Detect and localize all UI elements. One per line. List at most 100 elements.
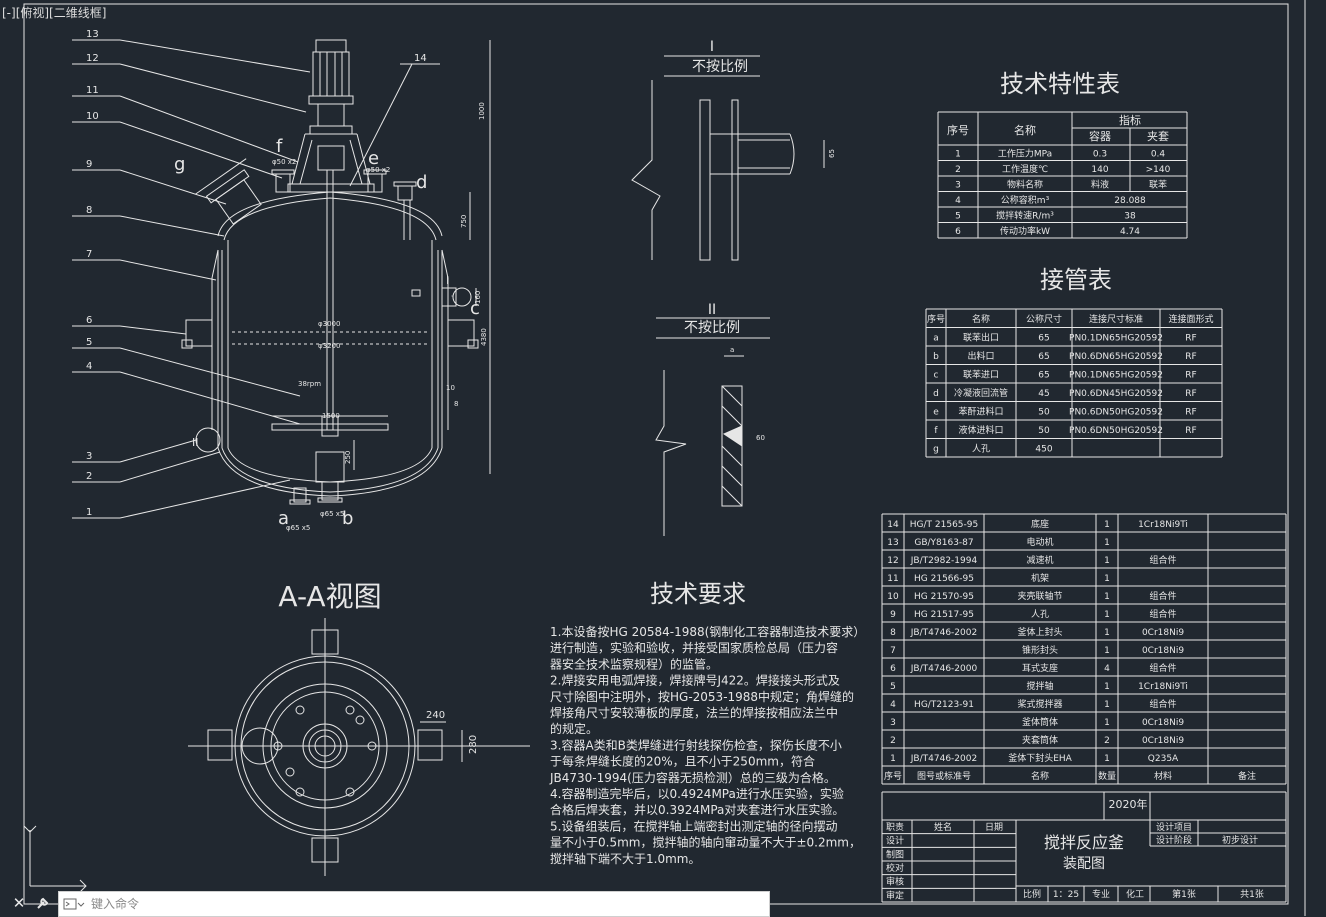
nozzle-cell: RF [1185, 408, 1196, 418]
tb-major-label: 专业 [1092, 888, 1110, 900]
nozzle-cell: 联苯出口 [963, 332, 999, 344]
tb-role-label: 校对 [886, 862, 904, 874]
tb-role-label: 审定 [886, 889, 904, 901]
tech-cell-no: 1 [955, 150, 961, 160]
command-input[interactable] [89, 893, 769, 915]
bom-cell: 底座 [1031, 518, 1049, 530]
dim-f-size: φ50 x2 [272, 158, 296, 166]
tb-year: 2020年 [1109, 797, 1148, 811]
command-line-bar: ✕ [0, 890, 768, 916]
nozzle-letter-g: g [174, 154, 185, 175]
bom-cell: HG 21570-95 [914, 592, 974, 602]
part-no-13: 13 [86, 29, 99, 40]
dim-750: 750 [460, 215, 468, 228]
tb-subtitle: 装配图 [1063, 856, 1105, 872]
nozzle-cell: 人孔 [972, 444, 990, 455]
nozzle-cell: 65 [1038, 371, 1049, 381]
command-prompt-icon[interactable] [59, 894, 89, 914]
bom-cell: 0Cr18Ni9 [1142, 736, 1184, 746]
tech-cell-no: 2 [955, 165, 961, 175]
detail2-note: 不按比例 [684, 320, 740, 336]
detail-labels: I 不按比例 65 II 不按比例 a 60 [684, 39, 836, 442]
tb-stage-value: 初步设计 [1222, 834, 1258, 846]
aa-labels: A-A视图 240 280 [278, 580, 479, 754]
bom-cell: 组合件 [1149, 662, 1176, 674]
tech-req-line: 2.焊接安用电弧焊接，焊接牌号J422。焊接接头形式及 [550, 673, 840, 688]
tech-req-line: 尺寸除图中注明外，按HG-2053-1988中规定；角焊缝的 [550, 689, 854, 704]
nozzle-header-cell: 公称尺寸 [1026, 313, 1062, 325]
tech-cell-jacket: >140 [1146, 165, 1171, 175]
nozzle-cell: b [933, 352, 939, 362]
detail2-angle: 60 [756, 434, 765, 442]
bom-cell: 1 [1104, 718, 1110, 728]
part-no-2: 2 [86, 471, 92, 482]
nozzle-cell: PN0.1DN65HG20592 [1069, 371, 1163, 381]
nozzle-cell: RF [1185, 389, 1196, 399]
dim-phi3000: φ3000 [318, 320, 340, 328]
dim-phi3200: φ3200 [318, 342, 340, 350]
tech-cell-name: 传动功率kW [1000, 225, 1050, 237]
bom-cell: 14 [887, 520, 899, 530]
part-no-7: 7 [86, 249, 92, 260]
part-no-10: 10 [86, 111, 99, 122]
nozzle-table-title: 接管表 [1040, 266, 1112, 294]
bom-cell: HG/T 21565-95 [910, 520, 978, 530]
tech-cell-name: 搅拌转速R/m³ [996, 210, 1054, 222]
bom-cell: 组合件 [1149, 608, 1176, 620]
bom-cell: JB/T4746-2002 [910, 628, 977, 638]
nozzle-cell: 冷凝液回流管 [954, 387, 1008, 399]
tb-project-label: 设计项目 [1156, 821, 1192, 833]
nozzle-header-cell: 连接面形式 [1168, 313, 1213, 325]
bom-cell: 1 [1104, 520, 1110, 530]
tech-h-index: 指标 [1119, 113, 1141, 127]
tech-cell-value: 28.088 [1114, 196, 1146, 206]
bom-cell: 4 [890, 700, 896, 710]
bom-cell: 机架 [1031, 572, 1049, 584]
bom-cell: 1 [1104, 556, 1110, 566]
detail-I-drawing [632, 56, 824, 260]
part-no-3: 3 [86, 451, 92, 462]
bom-cell: 耳式支座 [1022, 662, 1058, 674]
bom-cell: 1 [1104, 538, 1110, 548]
tech-req-line: 4.容器制造完毕后，以0.4924MPa进行水压实验，实验 [550, 786, 844, 801]
nozzle-cell: RF [1185, 352, 1196, 362]
nozzle-header-cell: 名称 [972, 313, 990, 325]
part-no-1: 1 [86, 507, 92, 518]
tech-req-line: 5.设备组装后，在搅拌轴上端密封出测定轴的径向摆动 [550, 818, 837, 833]
tech-cell-name: 工作温度℃ [1002, 163, 1048, 175]
nozzle-cell: RF [1185, 371, 1196, 381]
dim-160: 160 [474, 291, 482, 304]
bom-cell: 1 [1104, 592, 1110, 602]
nozzle-letter-f: f [276, 136, 283, 157]
bom-cell: 锥形封头 [1022, 644, 1058, 656]
dim-8: 8 [454, 400, 458, 408]
nozzle-cell: f [934, 426, 938, 436]
tech-cell-name: 物料名称 [1007, 179, 1043, 191]
detail1-dim: 65 [828, 149, 836, 158]
tech-req-line: 搅拌轴下端不大于1.0mm。 [550, 851, 700, 866]
tech-req-line: 进行制造，实验和验收，并接受国家质检总局（压力容 [550, 640, 838, 655]
detail-ref-II: II [192, 436, 199, 449]
nozzle-cell: 50 [1038, 408, 1050, 418]
bom-cell: 1 [1104, 628, 1110, 638]
dim-a-size: φ65 x5 [286, 524, 310, 532]
part-no-12: 12 [86, 53, 99, 64]
tech-cell-no: 4 [955, 196, 961, 206]
bom-cell: 釜体上封头 [1017, 626, 1062, 638]
bom-header-cell: 材料 [1154, 770, 1172, 782]
tech-cell-no: 5 [955, 212, 961, 222]
nozzle-cell: 45 [1038, 389, 1049, 399]
bom-cell: 1 [1104, 682, 1110, 692]
bom-cell: 12 [887, 556, 898, 566]
nozzle-cell: 苯酐进料口 [958, 406, 1003, 418]
wrench-icon[interactable] [34, 891, 52, 915]
part-no-5: 5 [86, 337, 92, 348]
close-icon[interactable]: ✕ [10, 891, 28, 915]
bom-cell: 组合件 [1149, 698, 1176, 710]
tech-cell-vessel: 料液 [1091, 179, 1109, 191]
bom-cell: 13 [887, 538, 898, 548]
bom-cell: 减速机 [1026, 554, 1053, 566]
bom-cell: JB/T2982-1994 [910, 556, 978, 566]
